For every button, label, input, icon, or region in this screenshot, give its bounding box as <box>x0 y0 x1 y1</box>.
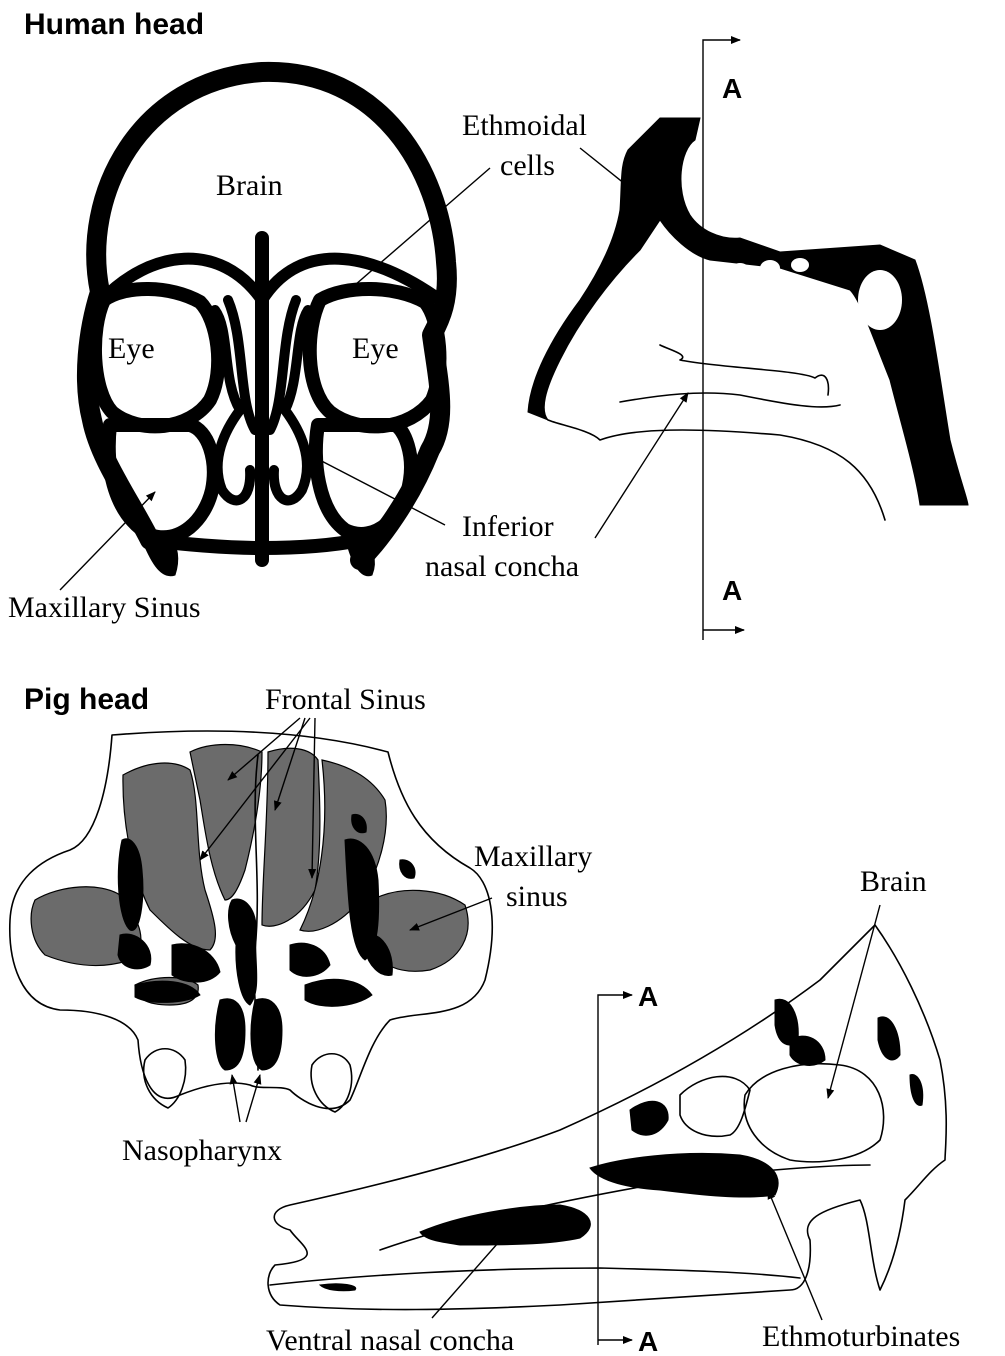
pig-frontal-sinus-label: Frontal Sinus <box>265 683 426 716</box>
ethmoid-cell <box>791 258 809 272</box>
human-concha-pointer-right <box>595 393 688 538</box>
pig-maxillary-label-1: Maxillary <box>474 840 592 873</box>
human-nasal-bone <box>528 118 968 505</box>
human-head-title: Human head <box>24 8 204 41</box>
human-nose-soft-outline <box>548 420 885 520</box>
human-eye-right-label: Eye <box>352 332 399 365</box>
human-maxillary-right <box>316 425 411 534</box>
human-ethmoid-right <box>270 300 308 500</box>
pig-ventral-concha <box>420 1205 590 1245</box>
human-ethmoid-left <box>215 300 255 500</box>
human-sagittal-section <box>528 118 968 520</box>
pig-cavity <box>305 979 372 1006</box>
pig-brain-label: Brain <box>860 865 927 898</box>
human-ethmoidal-label-1: Ethmoidal <box>462 109 587 142</box>
pig-section-label-top: A <box>638 981 658 1012</box>
human-middle-concha <box>660 345 828 395</box>
pig-cavity <box>290 943 330 976</box>
pig-ethmoturbinates-label: Ethmoturbinates <box>762 1320 960 1353</box>
pig-section-label-bottom: A <box>638 1326 658 1356</box>
human-ethmoidal-label-2: cells <box>500 149 555 182</box>
human-nasal-floor <box>150 540 360 548</box>
ethmoid-cell <box>750 279 766 291</box>
pig-nasopharynx-left <box>215 999 245 1070</box>
ethmoid-cell <box>731 263 749 277</box>
pig-cavity <box>229 899 257 1005</box>
ethmoid-cell <box>776 282 794 294</box>
human-concha-label-1: Inferior <box>462 510 554 543</box>
pig-maxillary-label-2: sinus <box>506 880 568 913</box>
human-section-label-bottom: A <box>722 575 742 606</box>
pig-brain-case <box>744 1064 883 1162</box>
pig-sagittal-cavity-5 <box>910 1075 923 1106</box>
pig-sagittal-cavity-3 <box>878 1017 900 1060</box>
ethmoid-cell <box>858 270 902 330</box>
pig-cavity <box>118 934 151 969</box>
pig-cavity-upper <box>680 1076 750 1136</box>
human-alveolar-left <box>140 535 178 576</box>
human-brain-label: Brain <box>216 169 283 202</box>
pig-ventral-concha-pointer <box>432 1235 505 1318</box>
pig-sagittal-cavity-4 <box>790 1036 825 1065</box>
section-line-top <box>703 40 740 640</box>
pig-nasal-floor-stripe <box>320 1284 356 1291</box>
pig-ventral-concha-label: Ventral nasal concha <box>266 1324 514 1356</box>
pig-frontal-sinus-center-right <box>262 748 320 926</box>
pig-head-panel: Pig head <box>10 683 961 1356</box>
pig-nasopharynx-pointer-right <box>246 1075 260 1122</box>
ethmoid-cell <box>760 260 780 276</box>
pig-coronal-section <box>10 731 492 1112</box>
pig-sagittal-outline <box>268 925 946 1310</box>
pig-ethmoturbinates-pointer <box>768 1190 822 1320</box>
human-head-panel: Human head Brain Eye Eye Maxillary <box>8 8 968 640</box>
human-inferior-concha <box>620 393 840 407</box>
pig-cavity <box>400 860 415 879</box>
human-concha-label-2: nasal concha <box>425 550 579 583</box>
pig-lower-palate <box>270 1268 800 1285</box>
human-coronal-section <box>87 72 447 576</box>
pig-head-title: Pig head <box>24 683 149 716</box>
pig-sagittal-section <box>268 925 946 1310</box>
human-section-line <box>703 40 744 640</box>
pig-nasopharynx-label: Nasopharynx <box>122 1134 282 1167</box>
human-maxillary-label: Maxillary Sinus <box>8 591 201 624</box>
pig-nasopharynx-pointer-left <box>232 1075 240 1122</box>
pig-sagittal-cavity-1 <box>630 1101 668 1135</box>
human-eye-left-label: Eye <box>108 332 155 365</box>
pig-tooth-left <box>144 1049 186 1108</box>
pig-cavity <box>172 944 220 982</box>
human-section-label-top: A <box>722 73 742 104</box>
